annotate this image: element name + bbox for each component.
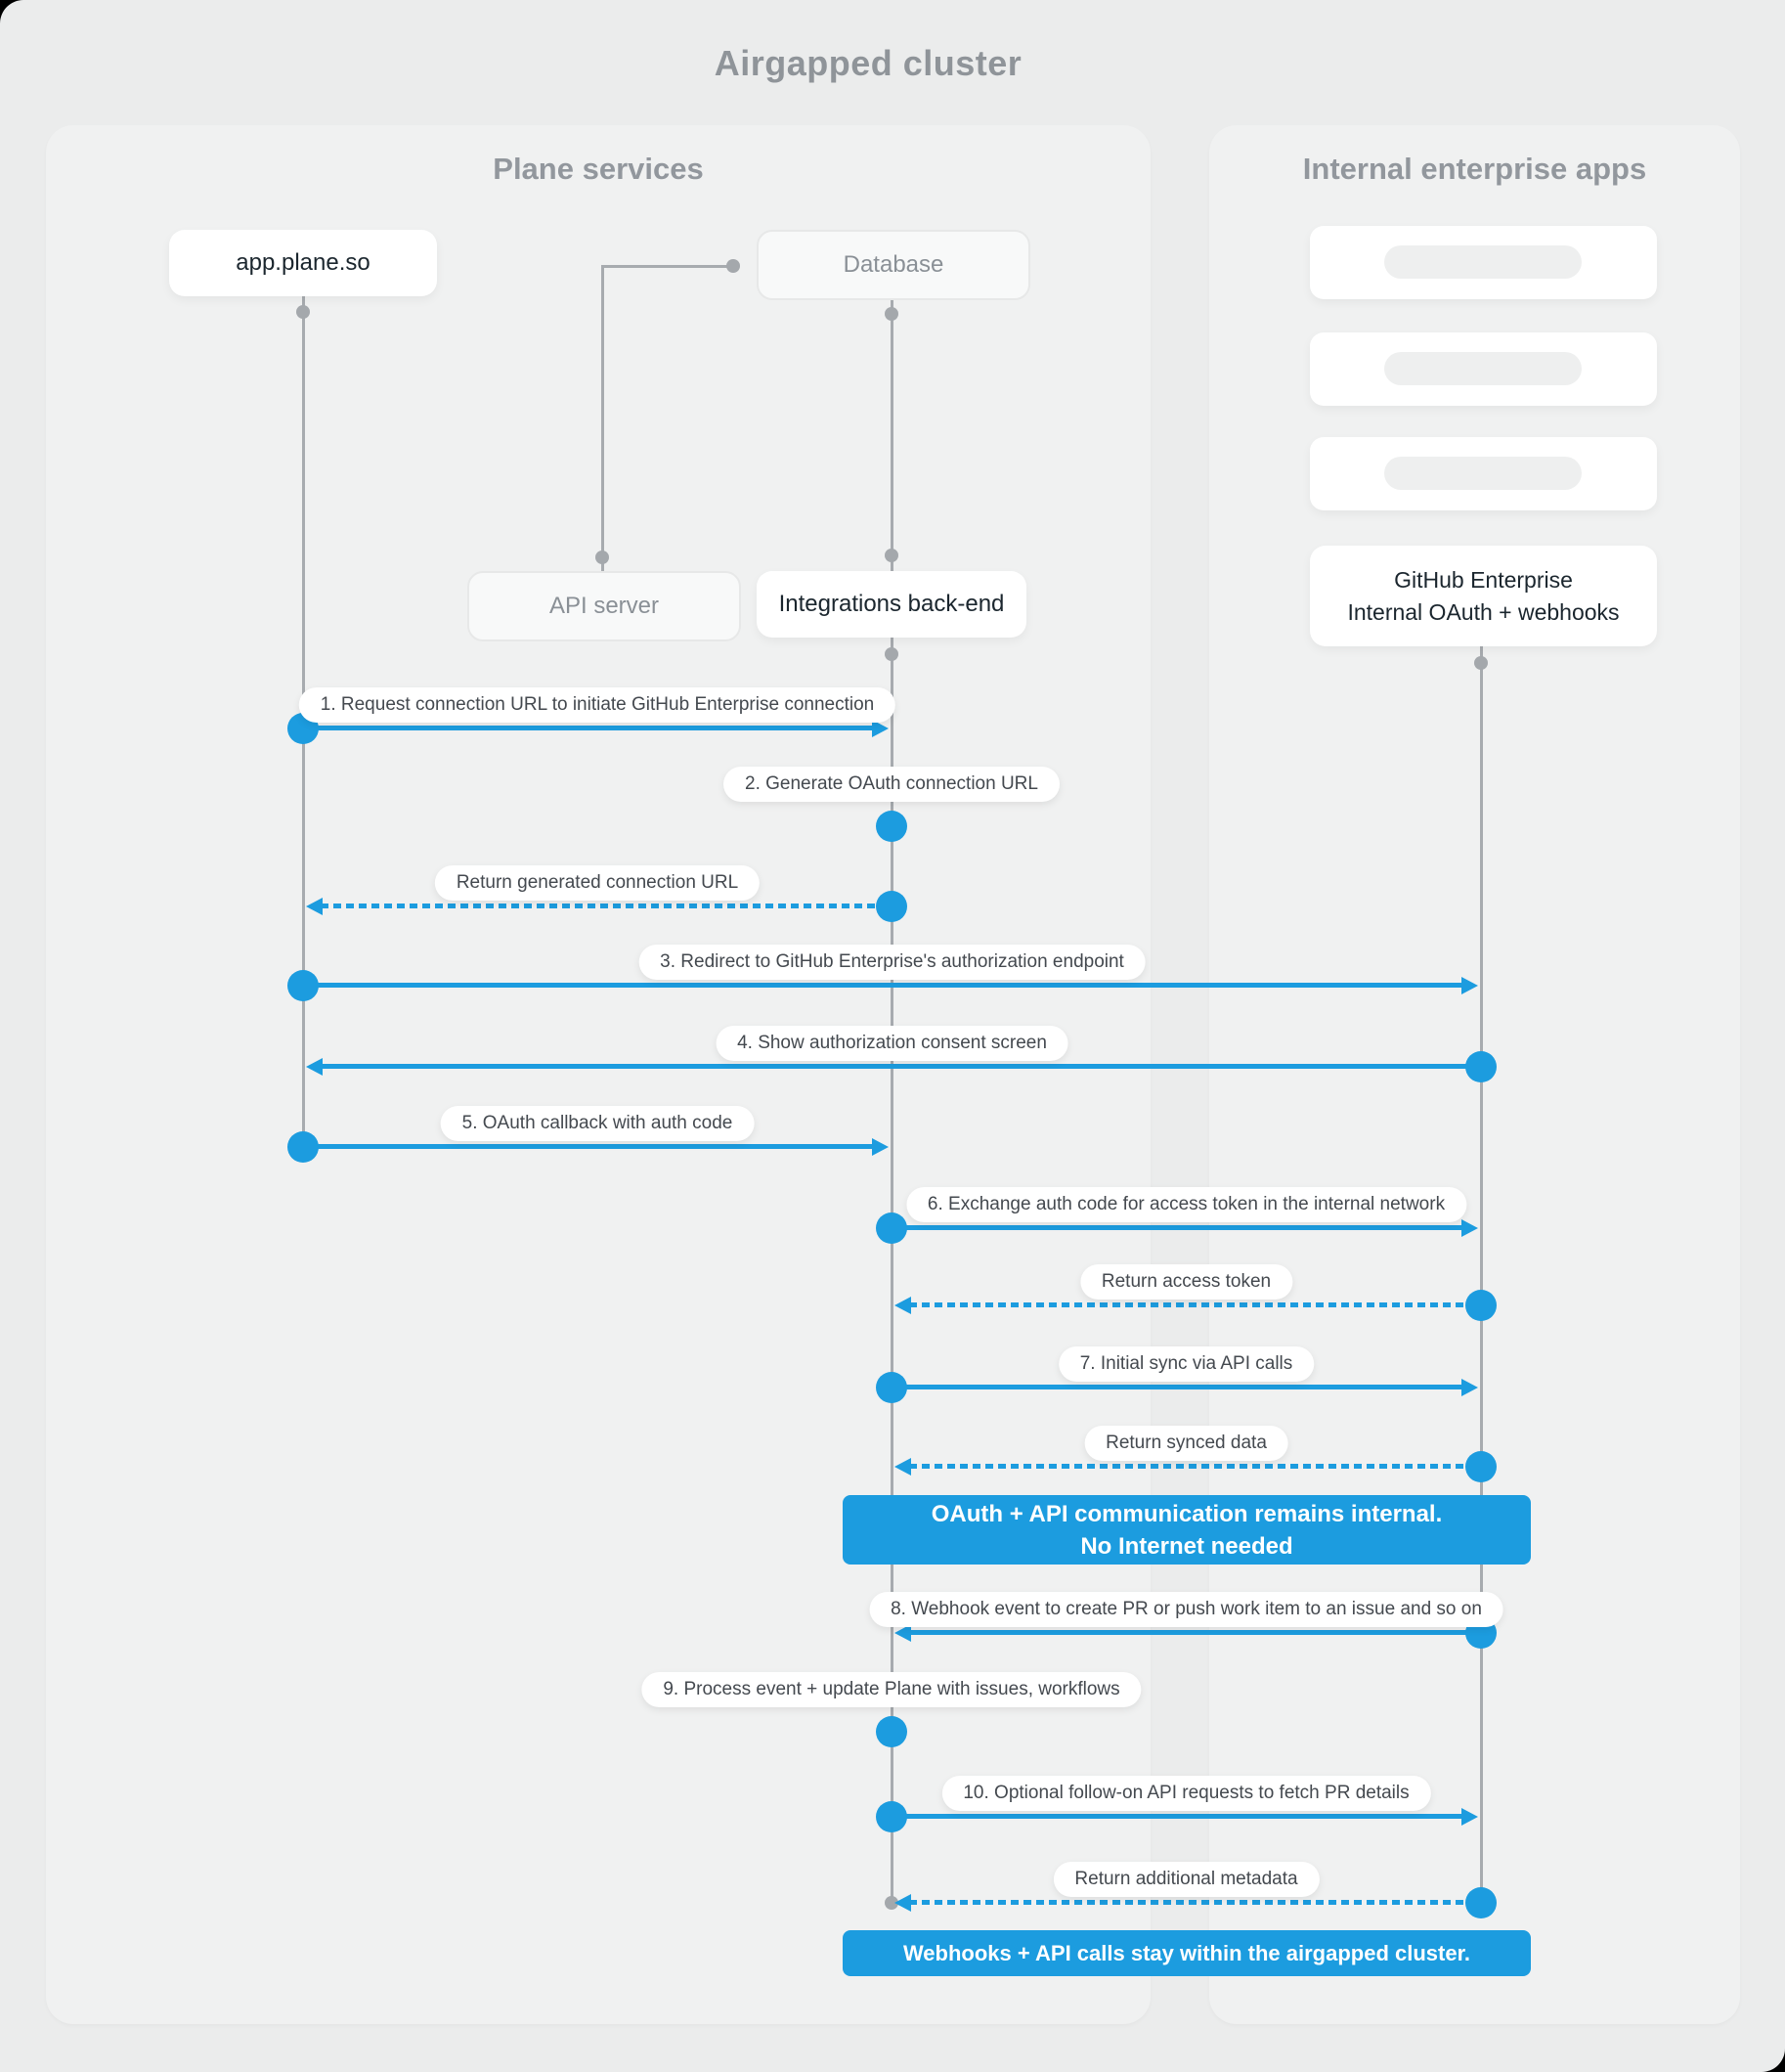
panel-plane-services	[46, 125, 1151, 2024]
banner-note-line1: Webhooks + API calls stay within the air…	[902, 1941, 1471, 1965]
actor-github-enterprise: GitHub Enterprise Internal OAuth + webho…	[1310, 546, 1657, 646]
lifeline-integrations	[890, 638, 893, 1903]
message-label: 6. Exchange auth code for access token i…	[905, 1187, 1467, 1222]
actor-app-plane-so: app.plane.so	[169, 230, 437, 296]
message-arrow	[892, 1225, 1463, 1230]
message-arrowhead	[894, 1894, 911, 1912]
panel-title-plane-services: Plane services	[493, 152, 704, 186]
message-label: 4. Show authorization consent screen	[716, 1026, 1068, 1061]
actor-database-label: Database	[843, 251, 944, 278]
actor-app-plane-so-label: app.plane.so	[236, 249, 370, 276]
message-arrowhead	[1461, 1808, 1478, 1826]
message-label: 7. Initial sync via API calls	[1058, 1346, 1315, 1382]
placeholder-app-box	[1310, 226, 1657, 299]
message-arrow	[892, 1814, 1463, 1819]
banner-note: Webhooks + API calls stay within the air…	[843, 1930, 1531, 1976]
message-arrow	[321, 1064, 1481, 1069]
message-arrow	[909, 1464, 1481, 1469]
message-arrow	[303, 983, 1463, 988]
message-arrowhead	[894, 1297, 911, 1314]
lifeline-database-bottom-dot	[885, 549, 898, 562]
banner-note-line2: No Internet needed	[1080, 1532, 1293, 1560]
message-arrow	[892, 1385, 1463, 1389]
message-label: Return generated connection URL	[434, 865, 761, 901]
actor-database: Database	[757, 230, 1030, 300]
lifeline-database-top-dot	[885, 307, 898, 321]
message-label: 8. Webhook event to create PR or push wo…	[869, 1592, 1503, 1627]
message-arrowhead	[894, 1458, 911, 1476]
message-source-dot	[287, 970, 319, 1001]
message-arrow	[303, 1144, 874, 1149]
lifeline-github-top-dot	[1474, 656, 1488, 670]
message-label: 9. Process event + update Plane with iss…	[641, 1672, 1142, 1707]
message-arrow	[909, 1900, 1481, 1905]
message-arrow	[909, 1630, 1481, 1635]
message-arrowhead	[872, 1138, 889, 1156]
message-label: 3. Redirect to GitHub Enterprise's autho…	[638, 945, 1146, 980]
actor-integrations-backend: Integrations back-end	[757, 571, 1026, 638]
page-title: Airgapped cluster	[714, 43, 1023, 83]
actor-api-server: API server	[467, 571, 741, 641]
message-arrow	[303, 726, 874, 730]
message-label: 1. Request connection URL to initiate Gi…	[298, 687, 896, 723]
message-source-dot	[876, 1801, 907, 1832]
banner-note-line1: OAuth + API communication remains intern…	[931, 1500, 1443, 1527]
connector-database-end-dot	[726, 259, 740, 273]
message-label: Return additional metadata	[1053, 1862, 1320, 1897]
actor-github-enterprise-label-line1: GitHub Enterprise	[1394, 566, 1573, 593]
message-arrowhead	[894, 1624, 911, 1642]
message-arrowhead	[306, 898, 323, 915]
message-arrowhead	[1461, 1379, 1478, 1396]
connector-api-top-dot	[595, 551, 609, 564]
actor-github-enterprise-label-line2: Internal OAuth + webhooks	[1347, 598, 1620, 625]
message-label: Return access token	[1079, 1264, 1293, 1300]
connector-api-database-vertical	[600, 265, 604, 571]
message-label: Return synced data	[1084, 1426, 1288, 1461]
placeholder-app-pill	[1384, 457, 1582, 490]
banner-note: OAuth + API communication remains intern…	[843, 1495, 1531, 1565]
lifeline-integrations-top-dot	[885, 647, 898, 661]
placeholder-app-box	[1310, 332, 1657, 406]
message-arrowhead	[872, 720, 889, 737]
message-arrowhead	[306, 1058, 323, 1076]
message-label: 2. Generate OAuth connection URL	[723, 767, 1060, 802]
lifeline-app-top-dot	[296, 305, 310, 319]
placeholder-app-pill	[1384, 245, 1582, 279]
message-label: 10. Optional follow-on API requests to f…	[941, 1776, 1431, 1811]
placeholder-app-box	[1310, 437, 1657, 510]
message-self-dot	[876, 1716, 907, 1747]
message-source-dot	[1465, 1290, 1497, 1321]
actor-api-server-label: API server	[548, 593, 660, 619]
lifeline-github	[1479, 646, 1483, 1903]
message-self-dot	[876, 811, 907, 842]
message-arrowhead	[1461, 977, 1478, 994]
message-source-dot	[876, 1372, 907, 1403]
panel-title-internal-enterprise-apps: Internal enterprise apps	[1302, 152, 1647, 186]
message-arrow	[909, 1302, 1481, 1307]
connector-api-database-horizontal	[602, 265, 733, 268]
message-source-dot	[876, 891, 907, 922]
message-source-dot	[876, 1212, 907, 1244]
message-source-dot	[1465, 1887, 1497, 1918]
message-source-dot	[287, 1131, 319, 1163]
lifeline-database	[890, 297, 893, 571]
message-label: 5. OAuth callback with auth code	[440, 1106, 755, 1141]
placeholder-app-pill	[1384, 352, 1582, 385]
message-arrowhead	[1461, 1219, 1478, 1237]
message-source-dot	[1465, 1451, 1497, 1482]
actor-integrations-backend-label: Integrations back-end	[778, 591, 1005, 617]
message-arrow	[321, 904, 892, 908]
message-source-dot	[1465, 1051, 1497, 1082]
